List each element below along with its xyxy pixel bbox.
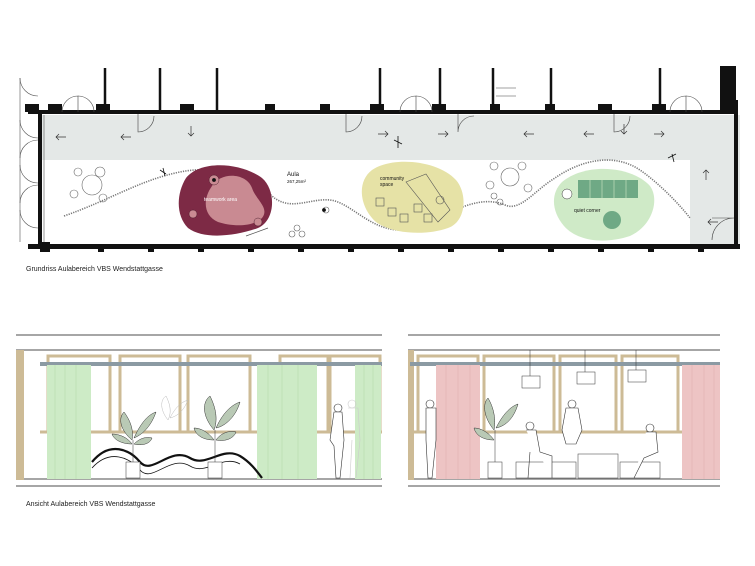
- elevation-caption: Ansicht Aulabereich VBS Wendstattgasse: [26, 501, 156, 508]
- bottom-mullions: [40, 242, 704, 252]
- left-wall: [38, 112, 42, 247]
- furniture-circles: [69, 161, 533, 238]
- top-partitions: [103, 68, 726, 110]
- corridor-right-end: [690, 115, 740, 245]
- right-wall: [734, 100, 738, 245]
- corridor-band: [40, 115, 740, 160]
- plan-people: [159, 136, 677, 212]
- bottom-wall: [28, 244, 740, 249]
- left-facade-arcs: [19, 77, 45, 244]
- quiet-label: quiet corner: [574, 208, 601, 214]
- community-zone: community space: [361, 161, 464, 233]
- community-label-line2: space: [380, 182, 394, 188]
- top-wall-blocks: [25, 66, 736, 112]
- quiet-zone: quiet corner: [553, 168, 655, 241]
- hall-area: 267,25m²: [287, 179, 307, 184]
- teamwork-label: teamwork area: [204, 197, 237, 203]
- community-label-line1: community: [380, 176, 405, 182]
- corridor-arrows: [55, 124, 718, 226]
- hall-label: Aula: [287, 172, 300, 178]
- plan-line: [245, 227, 269, 237]
- teamwork-zone: teamwork area: [178, 165, 273, 236]
- plan-caption: Grundriss Aulabereich VBS Wendstattgasse: [26, 266, 163, 273]
